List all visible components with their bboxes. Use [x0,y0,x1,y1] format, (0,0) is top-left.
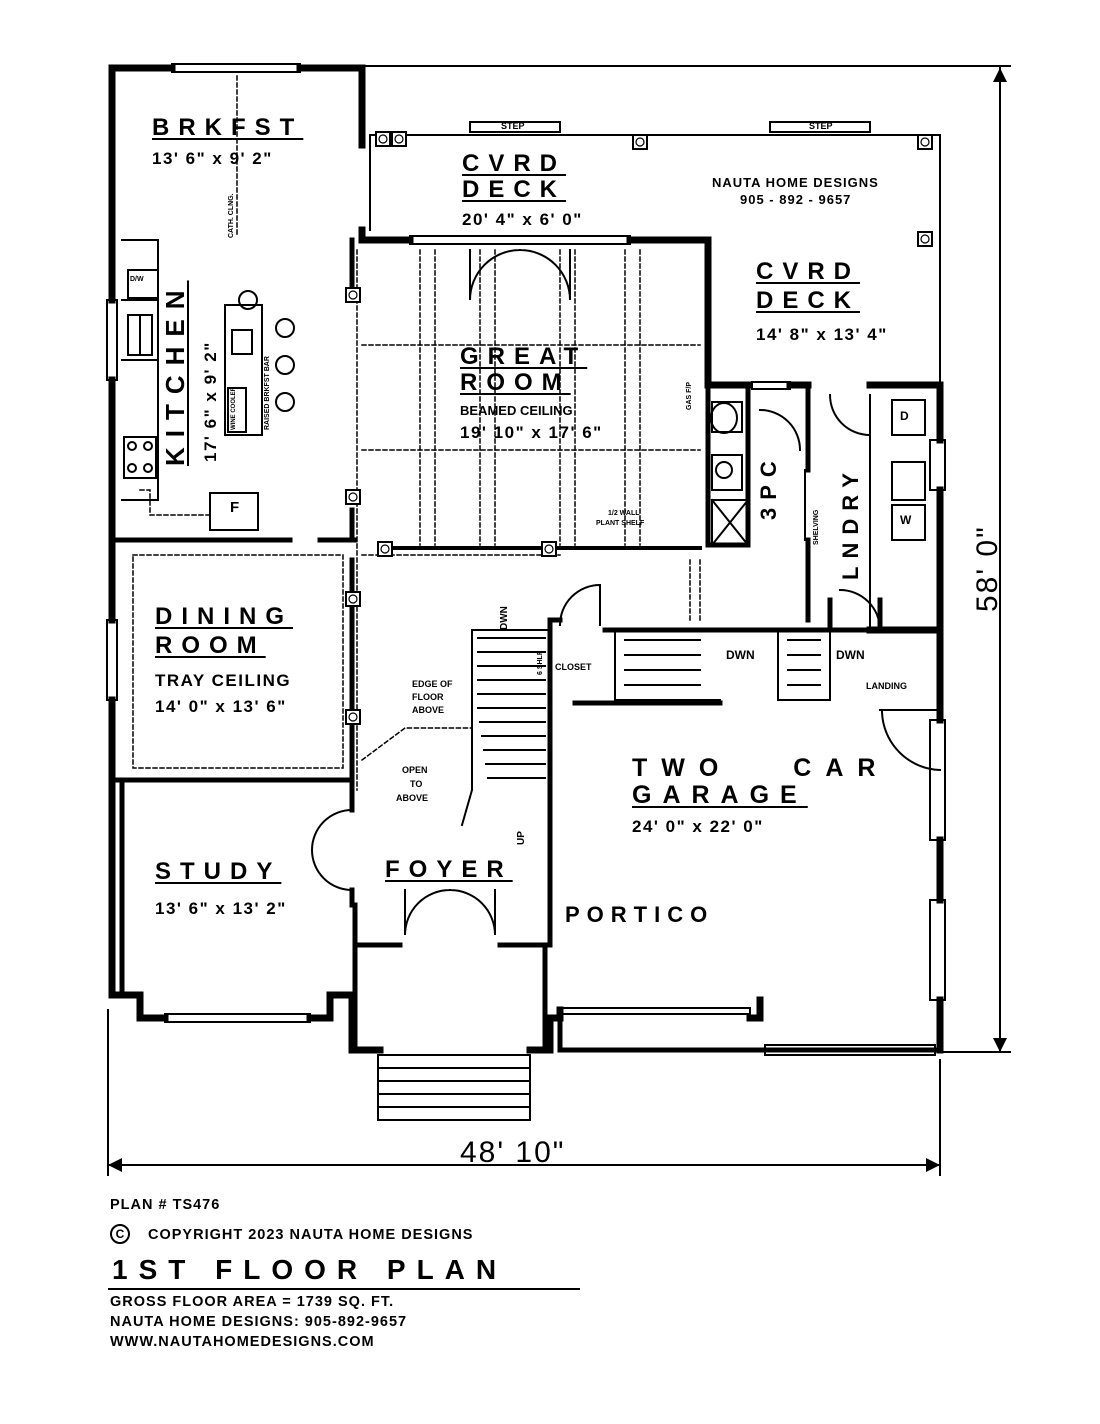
great-room-dims: 19' 10" x 17' 6" [460,423,603,442]
dining-room-ceiling-note: TRAY CEILING [155,671,292,690]
step-label-1: STEP [501,121,525,131]
cath-ceiling-note: CATH. CLNG. [228,193,235,238]
edge-floor-line3: ABOVE [412,705,445,715]
study-dims: 13' 6" x 13' 2" [155,899,287,918]
landing-label: LANDING [866,681,907,691]
brkfst-dims: 13' 6" x 9' 2" [152,149,273,168]
garage-stair-dwn-1: DWN [726,648,755,662]
closet-label: CLOSET [555,662,592,672]
study-label: STUDY [155,858,282,885]
foyer-label: FOYER [385,856,513,883]
copyright-text: COPYRIGHT 2023 NAUTA HOME DESIGNS [148,1227,474,1243]
bath-3pc-label: 3PC [756,453,781,520]
step-label-2: STEP [809,121,833,131]
foyer-stair-dwn: DWN [499,606,510,630]
kitchen-dims: 17' 6" x 9' 2" [201,341,220,462]
overall-width-dimension: 48' 10" [460,1136,566,1169]
laundry-label: LNDRY [838,465,863,580]
gas-fireplace-label: GAS F/P [686,381,693,410]
kitchen-label: KITCHEN [160,280,190,466]
copyright-icon: C [110,1224,130,1244]
cvrd-deck-rear-label-line1: CVRD [462,150,567,177]
brand-name: NAUTA HOME DESIGNS [712,175,879,190]
cvrd-deck-side-label-line1: CVRD [756,258,861,285]
plant-shelf-label-line1: 1/2 WALL [608,510,640,517]
open-to-above-line2: TO [410,779,423,789]
title-underline [108,1288,580,1290]
plan-number: PLAN # TS476 [110,1197,221,1213]
contact-line: NAUTA HOME DESIGNS: 905-892-9657 [110,1314,408,1330]
floor-plan-title: 1ST FLOOR PLAN [112,1254,508,1285]
edge-floor-line2: FLOOR [412,692,444,702]
open-to-above-line3: ABOVE [396,793,429,803]
shelf-note: 6 SHLF [537,650,544,675]
garage-dims: 24' 0" x 22' 0" [632,817,764,836]
raised-bar-label: RAISED BRKFST BAR [264,356,271,430]
cvrd-deck-rear-dims: 20' 4" x 6' 0" [462,210,583,229]
great-room-label-line1: GREAT [460,343,588,370]
cvrd-deck-rear-label-line2: DECK [462,176,567,203]
fridge-label: F [230,499,240,516]
great-room-label-line2: ROOM [460,369,571,396]
cvrd-deck-side-dims: 14' 8" x 13' 4" [756,325,888,344]
dryer-label: D [900,409,909,423]
brand-phone: 905 - 892 - 9657 [740,192,852,207]
plant-shelf-label-line2: PLANT SHELF [596,520,645,527]
edge-floor-line1: EDGE OF [412,679,453,689]
portico-label: PORTICO [565,902,715,927]
dining-room-label-line2: ROOM [155,632,266,659]
brkfst-label: BRKFST [152,114,304,141]
gross-floor-area: GROSS FLOOR AREA = 1739 SQ. FT. [110,1294,395,1310]
washer-label: W [900,513,912,527]
dining-room-dims: 14' 0" x 13' 6" [155,697,287,716]
dishwasher-label: D/W [130,276,144,283]
garage-label-line2: GARAGE [632,781,808,809]
open-to-above-line1: OPEN [402,765,428,775]
garage-label-line1: TWO CAR [632,754,890,782]
cvrd-deck-side-label-line2: DECK [756,287,861,314]
dining-room-label-line1: DINING [155,603,293,630]
shelving-label: SHELVING [813,509,820,545]
great-room-ceiling-note: BEAMED CEILING [460,403,573,418]
garage-stair-dwn-2: DWN [836,648,865,662]
website-line: WWW.NAUTAHOMEDESIGNS.COM [110,1334,375,1350]
foyer-stair-up: UP [516,831,527,845]
overall-depth-dimension: 58' 0" [971,525,1004,612]
wine-cooler-label: WINE COOLER [231,387,237,430]
